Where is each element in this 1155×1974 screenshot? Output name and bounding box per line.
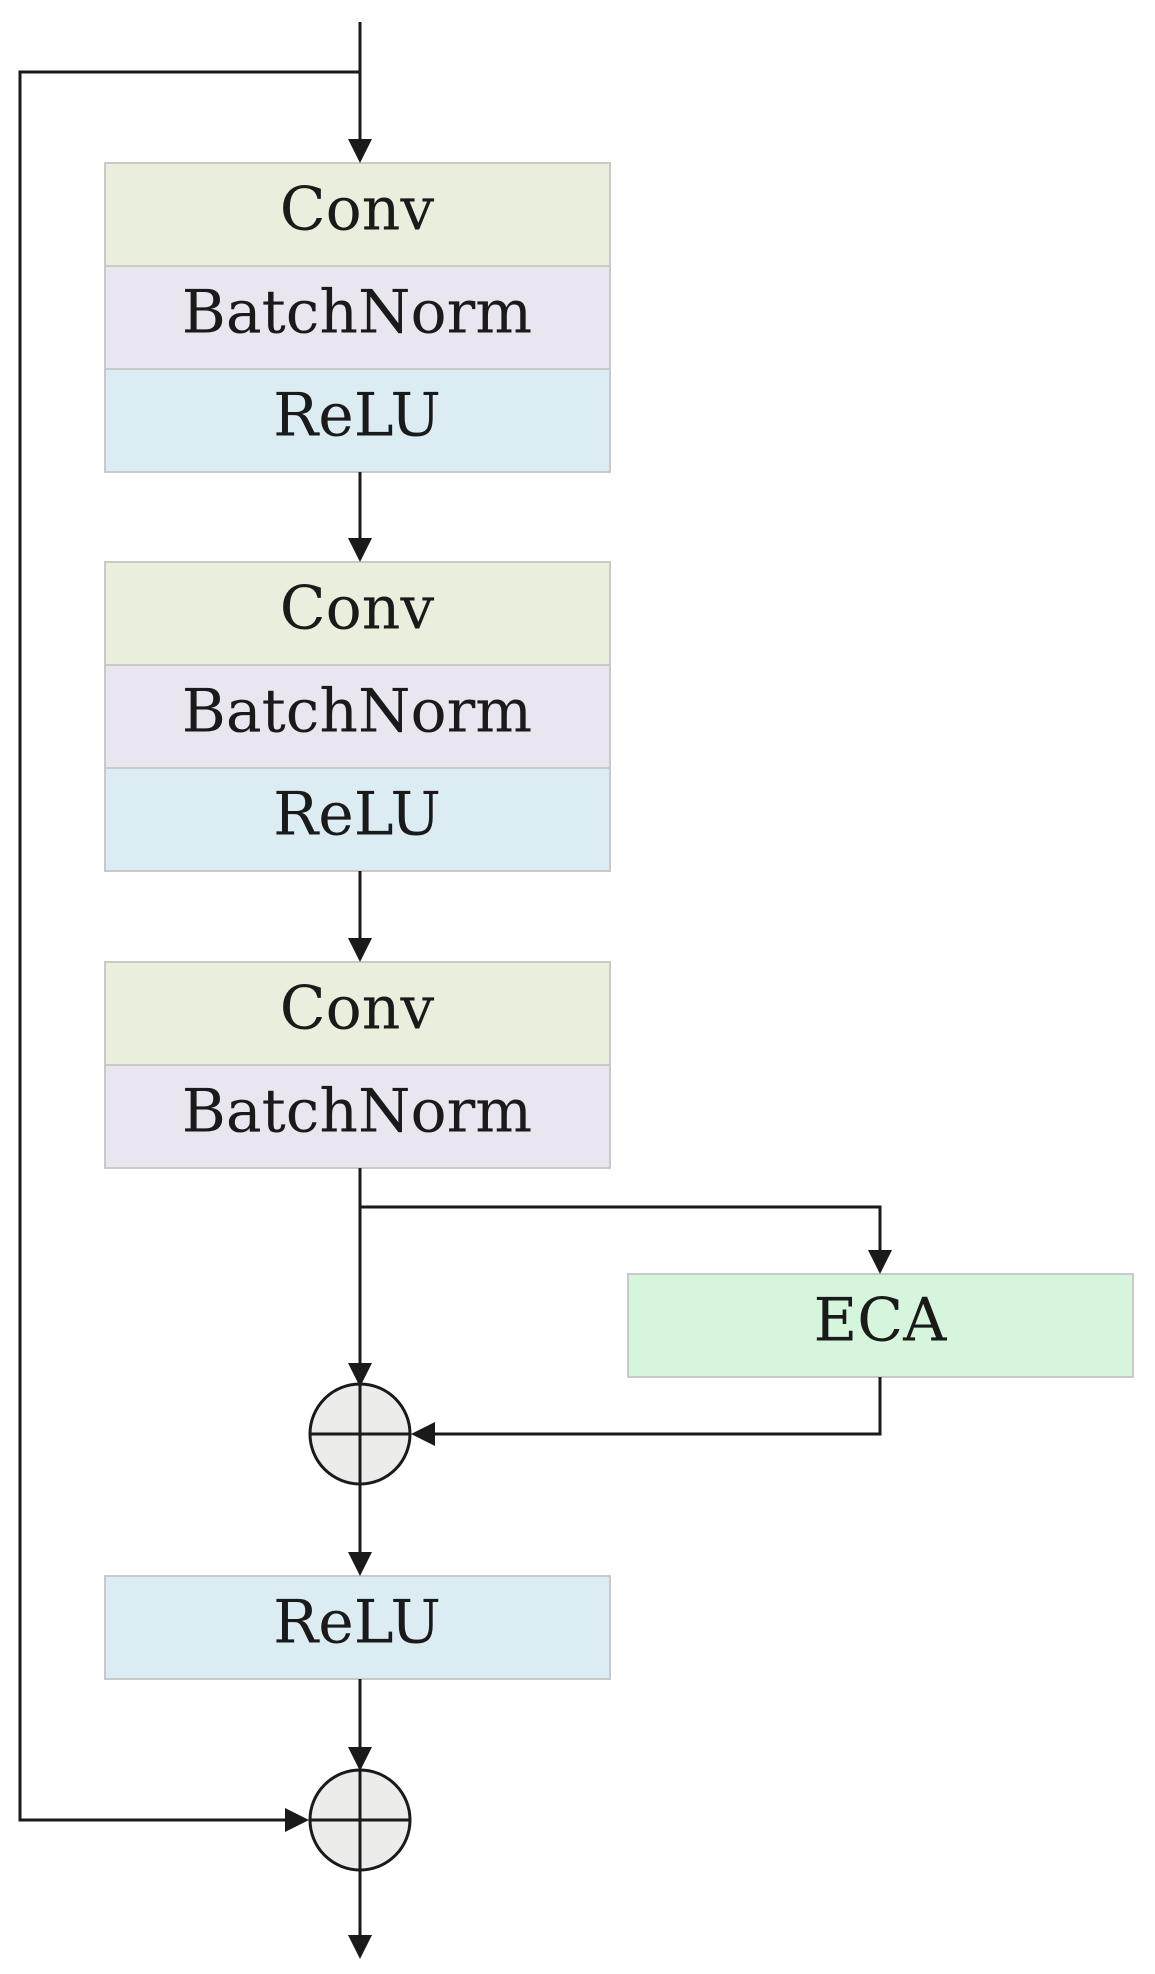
block-1: Conv BatchNorm ReLU [104, 162, 611, 473]
block-1-conv [104, 162, 611, 267]
block-2-relu [104, 767, 611, 872]
block-3: Conv BatchNorm [104, 961, 611, 1169]
skip-connection-line [18, 70, 360, 1832]
block-1-batchnorm [104, 265, 611, 370]
final-relu-label: ReLU [273, 1588, 441, 1658]
branch-to-eca-line [360, 1205, 892, 1274]
block-3-batchnorm-label: BatchNorm [182, 1077, 532, 1147]
block-3-conv-label: Conv [280, 974, 435, 1044]
block-1-relu-label: ReLU [273, 381, 441, 451]
block-1-conv-label: Conv [280, 175, 435, 245]
block-1-relu [104, 368, 611, 473]
block-3-batchnorm [104, 1064, 611, 1169]
final-relu-block [104, 1575, 611, 1680]
eca-add-node [308, 1382, 412, 1486]
connections [18, 22, 892, 1959]
eca-label: ECA [813, 1286, 947, 1356]
block-2-batchnorm-label: BatchNorm [182, 677, 532, 747]
eca-to-add-line [411, 1377, 882, 1446]
block-2-relu-label: ReLU [273, 780, 441, 850]
residual-add-node [308, 1768, 412, 1872]
block-2-conv-label: Conv [280, 574, 435, 644]
block-2-conv [104, 561, 611, 666]
block-2: Conv BatchNorm ReLU [104, 561, 611, 872]
block-2-batchnorm [104, 664, 611, 769]
block-1-batchnorm-label: BatchNorm [182, 278, 532, 348]
